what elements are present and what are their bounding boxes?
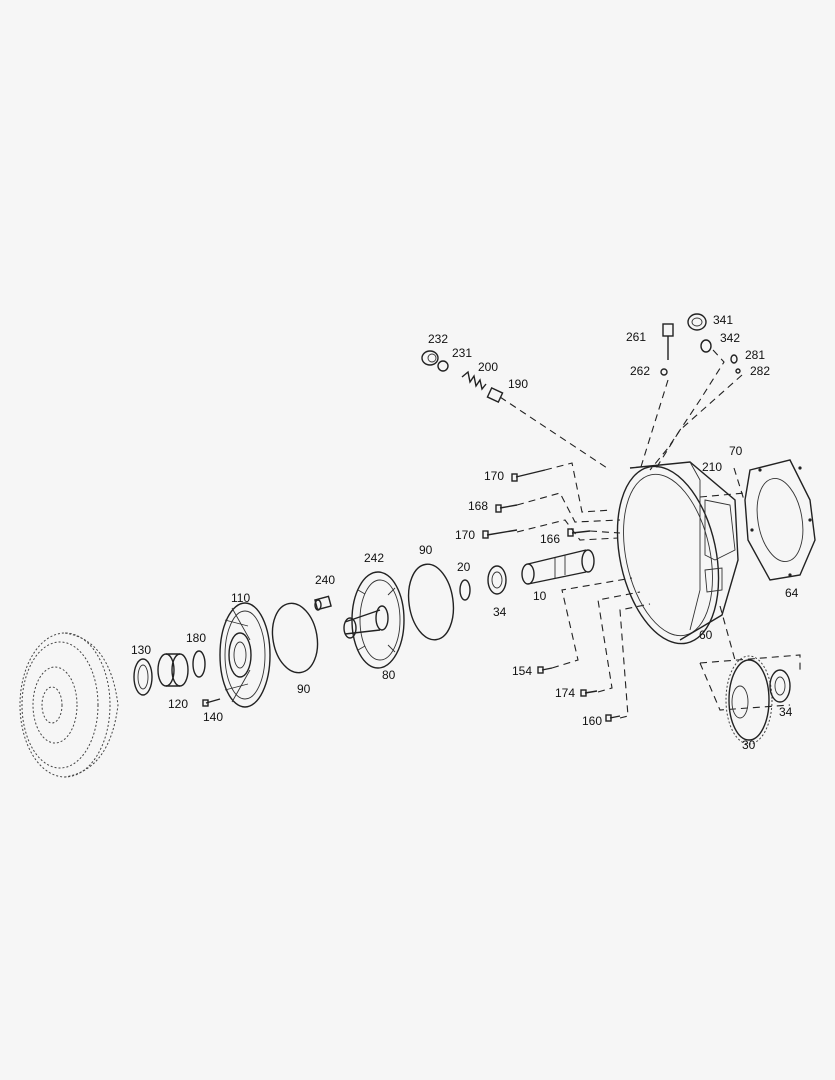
ring-282 [735,368,741,374]
bolt-166 [567,528,591,537]
label-90-lower: 90 [297,682,311,696]
label-140: 140 [203,710,223,724]
label-210: 210 [702,460,722,474]
label-20: 20 [457,560,471,574]
bolt-174 [580,689,598,697]
bolt-170-lower [482,529,518,539]
label-281: 281 [745,348,765,362]
gasket-90-upper [407,563,455,641]
label-174: 174 [555,686,575,700]
label-90-upper: 90 [419,543,433,557]
label-200: 200 [478,360,498,374]
callout-labels: 232 231 200 190 261 262 341 342 281 282 … [131,313,799,752]
label-168: 168 [468,499,488,513]
o-ring-342 [700,339,712,353]
o-ring-20 [459,579,471,601]
label-160: 160 [582,714,602,728]
shaft-10 [521,549,595,585]
bushing-120 [157,653,189,687]
bolt-168 [495,504,518,513]
label-282: 282 [750,364,770,378]
label-231: 231 [452,346,472,360]
label-261: 261 [626,330,646,344]
spring-200 [461,370,487,391]
label-170-upper: 170 [484,469,504,483]
leader-lines [499,349,801,719]
label-262: 262 [630,364,650,378]
label-190: 190 [508,377,528,391]
label-10: 10 [533,589,547,603]
label-242: 242 [364,551,384,565]
bolt-160 [605,714,621,722]
label-34-lower: 34 [779,705,793,719]
label-154: 154 [512,664,532,678]
label-30: 30 [742,738,756,752]
label-166: 166 [540,532,560,546]
plug-341 [687,313,707,331]
screw-140 [202,698,221,707]
gear-30 [725,655,773,745]
plug-281 [730,354,738,364]
label-342: 342 [720,331,740,345]
label-232: 232 [428,332,448,346]
plug-232 [421,350,439,366]
valve-240 [314,595,332,611]
o-ring-231 [437,360,449,372]
sensor-261 [662,323,674,360]
gasket-90-lower [271,602,319,674]
cover-plate-64 [744,459,816,581]
label-240: 240 [315,573,335,587]
label-34-upper: 34 [493,605,507,619]
label-80: 80 [382,668,396,682]
label-70: 70 [729,444,743,458]
label-120: 120 [168,697,188,711]
bearing-34-lower [769,669,791,703]
o-ring-262 [660,368,668,376]
bolt-154 [537,666,553,674]
torque-converter [19,632,119,778]
bolt-170-upper [511,469,546,482]
label-130: 130 [131,643,151,657]
stator-cover-80 [343,571,405,669]
label-341: 341 [713,313,733,327]
label-170-lower: 170 [455,528,475,542]
label-110: 110 [231,591,250,605]
label-64: 64 [785,586,799,600]
o-ring-180 [192,650,206,678]
pump-housing-110 [219,602,271,708]
seal-130 [133,658,153,696]
label-180: 180 [186,631,206,645]
valve-190 [486,387,504,403]
label-60: 60 [699,628,713,642]
housing-60 [616,461,739,645]
bearing-34-upper [487,565,507,595]
